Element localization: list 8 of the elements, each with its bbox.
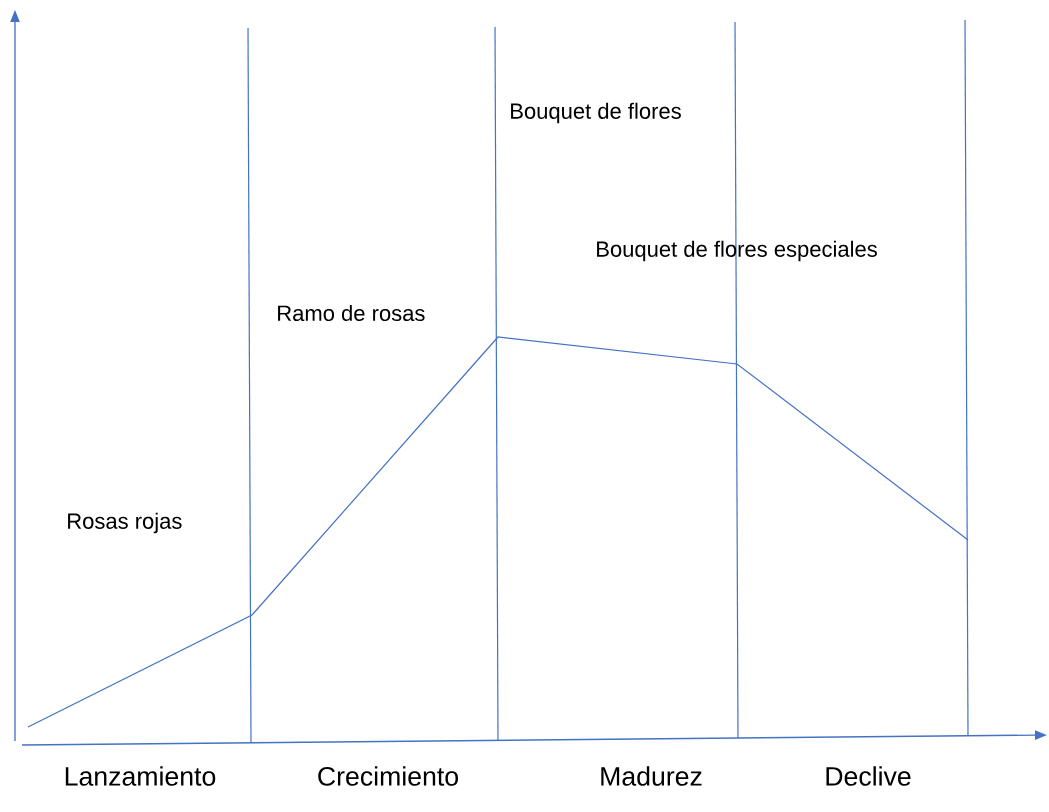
stage-label: Crecimiento <box>318 766 458 786</box>
product-label: Bouquet de flores <box>511 102 681 124</box>
product-label: Ramo de rosas <box>278 304 425 322</box>
stage-label: Declive <box>826 766 911 786</box>
product-label: Bouquet de flores especiales <box>597 240 877 262</box>
stage-label: Lanzamiento <box>65 766 216 786</box>
stage-label: Madurez <box>601 766 702 786</box>
product-label: Rosas rojas <box>68 512 182 534</box>
